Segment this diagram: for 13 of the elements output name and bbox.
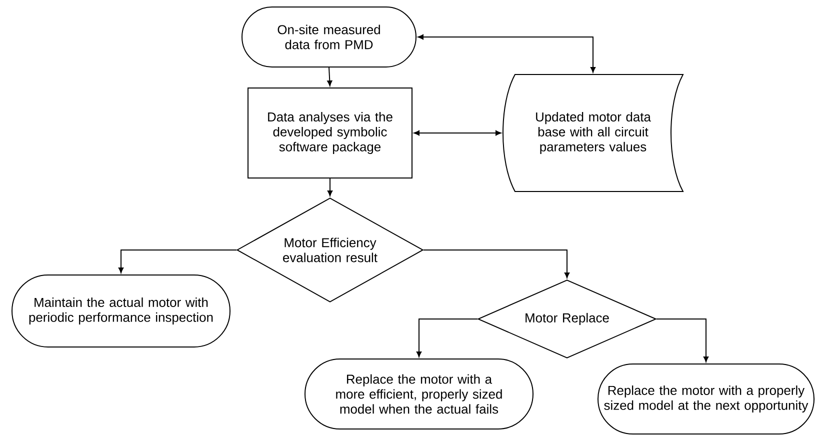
terminal-box: Maintain the actual motor with periodic performance inspection — [12, 274, 230, 348]
terminal-box: Replace the motor with a more efficient, properly sized model when the actual fails — [304, 358, 534, 430]
arrow — [327, 178, 333, 196]
arrow — [656, 318, 709, 362]
arrow — [118, 250, 237, 274]
process-box: Data analyses via the developed symbolic software package — [248, 88, 412, 178]
arrow — [414, 130, 502, 136]
arrow — [418, 34, 596, 73]
terminal-box: Replace the motor with a properly sized model at the next opportunity — [598, 364, 814, 434]
arrow — [423, 250, 570, 278]
arrow — [327, 67, 332, 86]
arrow — [416, 318, 478, 358]
terminal-box: On-site measured data from PMD — [242, 6, 416, 68]
